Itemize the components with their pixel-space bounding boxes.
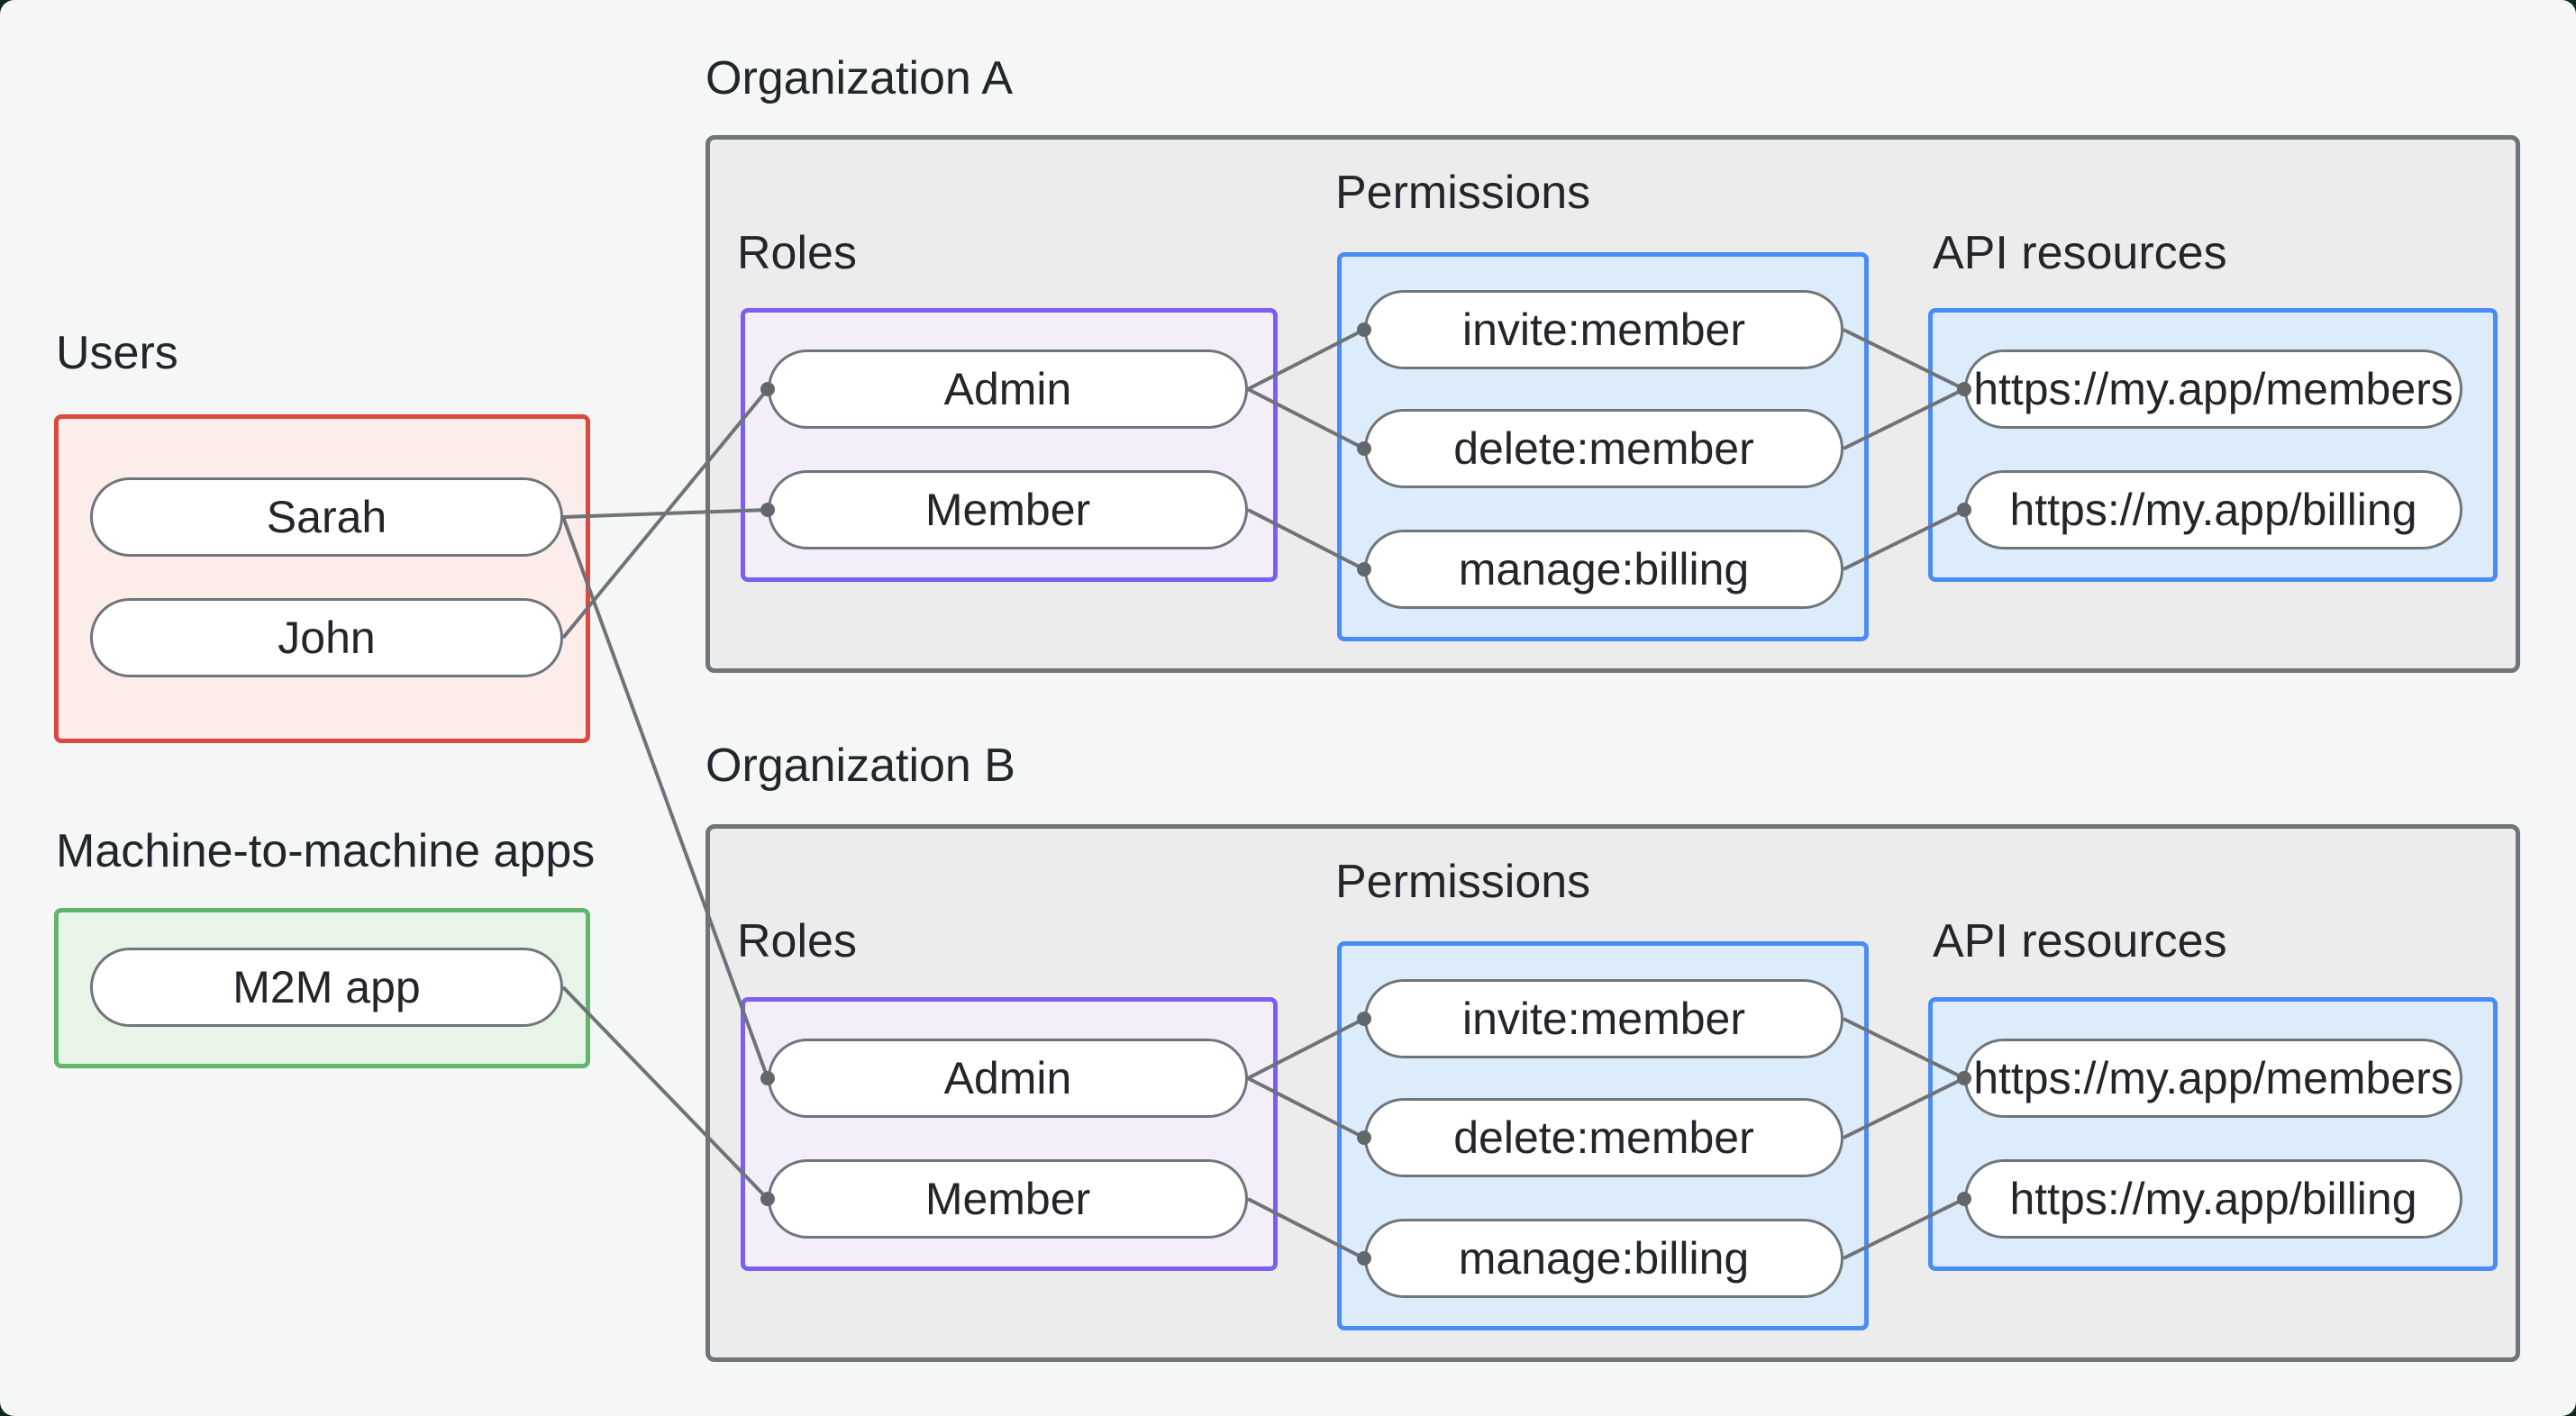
node-admin-b: Admin (768, 1039, 1248, 1118)
node-billing-a: https://my.app/billing (1964, 470, 2462, 549)
node-members-a-label: https://my.app/members (1973, 364, 2453, 414)
cluster-api-b-label: API resources (1933, 915, 2227, 967)
node-member-b-label: Member (924, 1174, 1091, 1224)
node-m2m-app-label: M2M app (232, 962, 421, 1012)
node-invite-b: invite:member (1364, 979, 1843, 1058)
node-members-b-label: https://my.app/members (1973, 1053, 2453, 1103)
node-admin-a-label: Admin (943, 364, 1072, 414)
cluster-users-box (54, 414, 590, 743)
node-delete-b: delete:member (1364, 1098, 1843, 1177)
node-sarah-label: Sarah (266, 492, 387, 542)
node-john: John (90, 598, 563, 677)
node-billing-b: https://my.app/billing (1964, 1159, 2462, 1239)
cluster-users-label: Users (56, 327, 178, 379)
cluster-api-a-label: API resources (1933, 227, 2227, 279)
node-manage-b: manage:billing (1364, 1219, 1843, 1298)
node-manage-a-label: manage:billing (1458, 544, 1750, 595)
node-billing-a-label: https://my.app/billing (2009, 485, 2417, 535)
node-member-b: Member (768, 1159, 1248, 1239)
node-invite-a-label: invite:member (1462, 304, 1745, 355)
node-john-label: John (278, 613, 376, 663)
node-invite-a: invite:member (1364, 290, 1843, 369)
node-member-a-label: Member (924, 485, 1091, 535)
cluster-permissions-b-label: Permissions (1335, 856, 1591, 908)
node-admin-b-label: Admin (943, 1053, 1072, 1103)
node-invite-b-label: invite:member (1462, 994, 1745, 1044)
node-billing-b-label: https://my.app/billing (2009, 1174, 2417, 1224)
org-a-label: Organization A (705, 52, 1014, 104)
node-members-a: https://my.app/members (1964, 349, 2462, 429)
node-manage-b-label: manage:billing (1458, 1233, 1750, 1284)
node-members-b: https://my.app/members (1964, 1039, 2462, 1118)
cluster-permissions-a-label: Permissions (1335, 167, 1591, 219)
node-delete-a: delete:member (1364, 409, 1843, 488)
node-manage-a: manage:billing (1364, 530, 1843, 609)
node-delete-b-label: delete:member (1453, 1112, 1754, 1163)
node-sarah: Sarah (90, 477, 563, 557)
node-m2m-app: M2M app (90, 948, 563, 1027)
cluster-roles-a-label: Roles (737, 227, 857, 279)
org-b-label: Organization B (705, 740, 1015, 792)
cluster-roles-b-label: Roles (737, 915, 857, 967)
cluster-m2m-label: Machine-to-machine apps (56, 825, 596, 877)
node-member-a: Member (768, 470, 1248, 549)
node-delete-a-label: delete:member (1453, 423, 1754, 474)
node-admin-a: Admin (768, 349, 1248, 429)
